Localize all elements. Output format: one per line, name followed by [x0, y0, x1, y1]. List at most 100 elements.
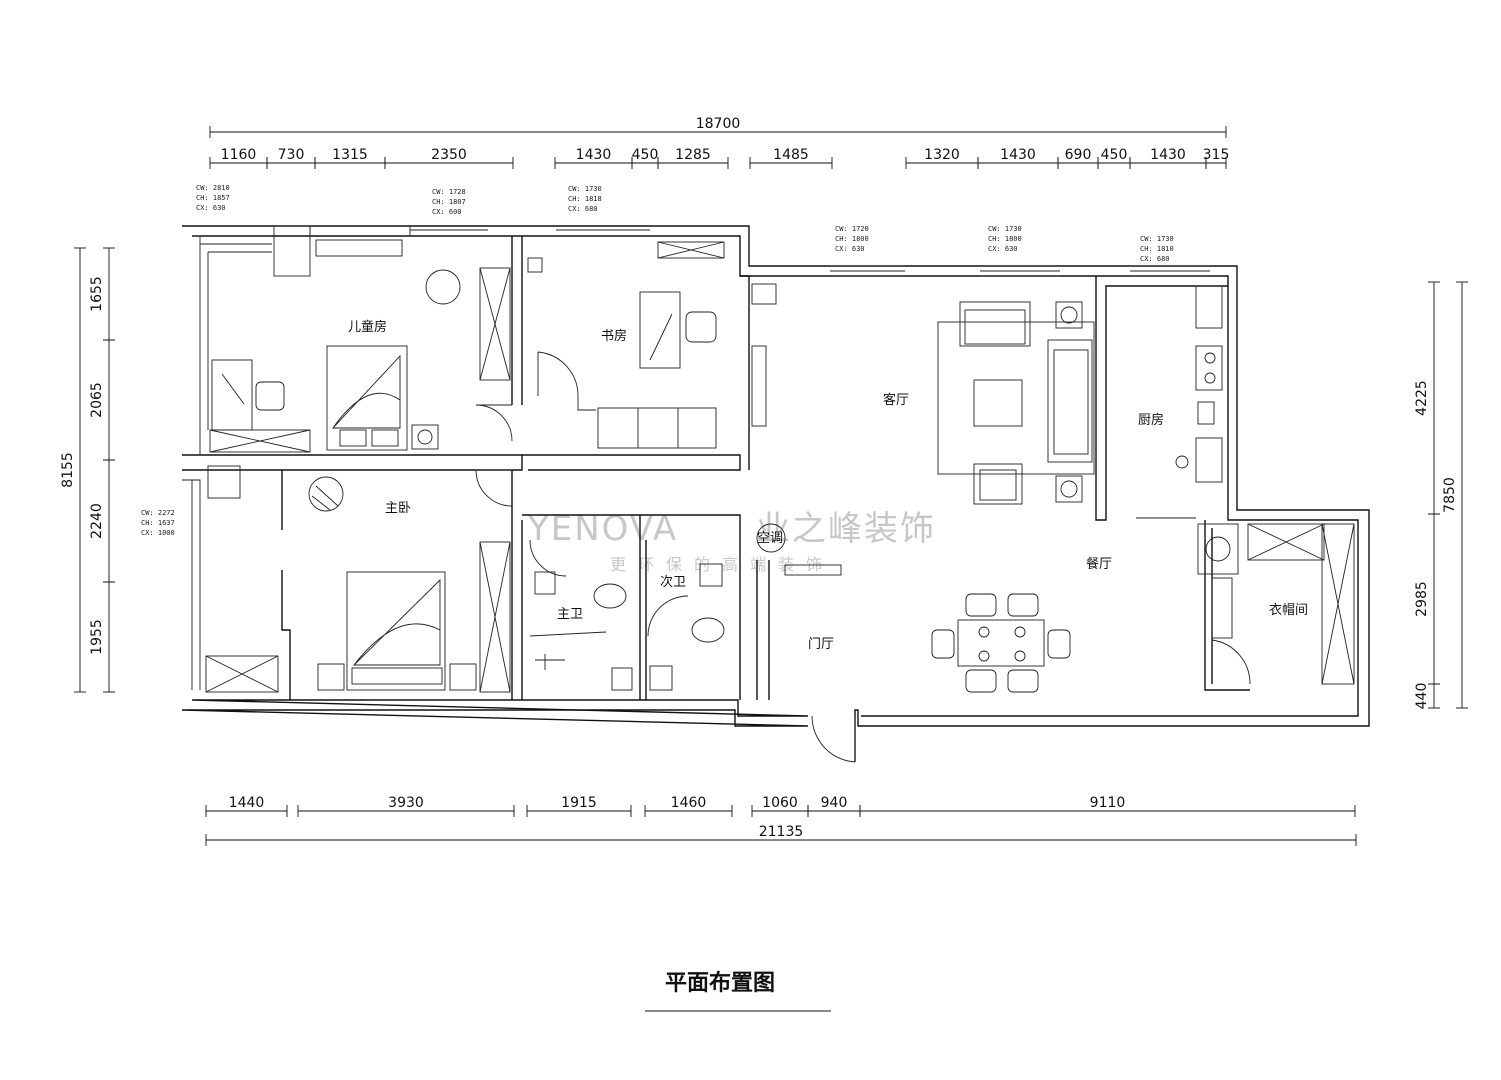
dim-bottom-total: 21135: [759, 824, 804, 840]
bed: [326, 345, 408, 451]
dim-left-3: 1955: [89, 619, 105, 655]
dim-top-5: 450: [632, 147, 659, 163]
window-note-5-0: CW: 1730: [1140, 235, 1174, 243]
label-children-room: 儿童房: [348, 319, 387, 335]
window-note-1-0: CW: 1728: [432, 188, 466, 196]
window-note-1-1: CH: 1807: [432, 198, 466, 206]
study-desk: [639, 291, 681, 369]
dim-left-0: 1655: [89, 276, 105, 312]
dim-right-total: 7850: [1442, 477, 1458, 513]
dim-left-2: 2240: [89, 503, 105, 539]
dim-top-7: 1485: [773, 147, 809, 163]
windows: [182, 226, 1210, 690]
label-cloakroom: 衣帽间: [1269, 602, 1308, 618]
dim-top-12: 1430: [1150, 147, 1186, 163]
dim-top-9: 1430: [1000, 147, 1036, 163]
label-master-bath: 主卫: [557, 607, 583, 622]
label-second-bath: 次卫: [660, 574, 686, 590]
dim-top-8: 1320: [924, 147, 960, 163]
window-note-5-2: CX: 680: [1140, 255, 1170, 263]
window-note-0-1: CH: 1857: [196, 194, 230, 202]
ac-unit-icon: [756, 523, 786, 553]
window-note-2-0: CW: 1730: [568, 185, 602, 193]
cabinet: [315, 239, 403, 257]
dim-bottom-6: 9110: [1090, 795, 1126, 811]
window-note-0-0: CW: 2810: [196, 184, 230, 192]
dim-top-11: 450: [1101, 147, 1128, 163]
kitchen-sink-icon: [1195, 437, 1223, 483]
watermark-cn: 业之峰装饰: [756, 509, 936, 549]
living-rug: [937, 321, 1095, 475]
dim-bottom-5: 940: [821, 795, 848, 811]
toilet-icon: [593, 583, 627, 609]
window-note-6-1: CH: 1637: [141, 519, 175, 527]
dim-bottom-3: 1460: [671, 795, 707, 811]
window-note-4-2: CX: 630: [988, 245, 1018, 253]
dim-top-3: 2350: [431, 147, 467, 163]
furniture: [205, 225, 1355, 693]
dim-right-1: 2985: [1414, 581, 1430, 617]
side-table-icon: [1055, 301, 1083, 329]
dim-bottom-2: 1915: [561, 795, 597, 811]
label-study: 书房: [601, 328, 627, 344]
room-labels: 儿童房 书房 客厅 厨房 主卧 主卫 次卫 空调 餐厅 门厅 衣帽间: [348, 319, 1308, 652]
label-master-bedroom: 主卧: [385, 501, 411, 516]
desk: [211, 359, 253, 431]
dining-table: [957, 619, 1045, 667]
master-bed: [346, 571, 446, 691]
dim-top-13: 315: [1203, 147, 1230, 163]
window-note-2-1: CH: 1818: [568, 195, 602, 203]
dim-top-total: 18700: [696, 116, 741, 132]
window-note-2-2: CX: 680: [568, 205, 598, 213]
second-toilet-icon: [691, 617, 725, 643]
window-note-5-1: CH: 1810: [1140, 245, 1174, 253]
lamp-icon: [425, 269, 461, 305]
dim-right-2: 440: [1414, 683, 1430, 710]
window-note-4-0: CW: 1730: [988, 225, 1022, 233]
basin-icon: [534, 571, 556, 595]
window-note-4-1: CH: 1800: [988, 235, 1022, 243]
window-note-1-2: CX: 600: [432, 208, 462, 216]
walls: [181, 225, 1370, 762]
chair-icon: [255, 381, 285, 411]
dining-chair-icon: [965, 593, 997, 617]
window-note-6-2: CX: 1000: [141, 529, 175, 537]
dim-bottom-1: 3930: [388, 795, 424, 811]
coffee-table: [973, 379, 1023, 427]
dim-top-2: 1315: [332, 147, 368, 163]
armchair: [959, 301, 1031, 347]
dim-left-total: 8155: [60, 452, 76, 488]
label-entry: 门厅: [808, 637, 834, 652]
study-chair-icon: [685, 311, 717, 343]
dim-top-0: 1160: [221, 147, 257, 163]
wardrobe: [479, 267, 511, 381]
round-chair-icon: [308, 476, 344, 512]
long-sofa: [1047, 339, 1093, 463]
label-living-room: 客厅: [883, 392, 909, 408]
window-note-6-0: CW: 2272: [141, 509, 175, 517]
stove-icon: [1195, 345, 1223, 391]
label-ac: 空调: [757, 531, 783, 546]
dim-top-10: 690: [1065, 147, 1092, 163]
sofa: [597, 407, 717, 449]
page-title: 平面布置图: [665, 970, 775, 996]
washer-icon: [1197, 523, 1239, 575]
window-note-3-0: CW: 1720: [835, 225, 869, 233]
dim-top-6: 1285: [675, 147, 711, 163]
window-note-3-1: CH: 1800: [835, 235, 869, 243]
dim-top-4: 1430: [576, 147, 612, 163]
dim-bottom-0: 1440: [229, 795, 265, 811]
dim-top-1: 730: [278, 147, 305, 163]
label-kitchen: 厨房: [1138, 412, 1164, 428]
dim-bottom-4: 1060: [762, 795, 798, 811]
watermark: YENOVA 业之峰装饰 更环保的高端装饰: [527, 509, 936, 574]
doors: [475, 351, 1251, 763]
dim-right-0: 4225: [1414, 380, 1430, 416]
column: [273, 225, 311, 277]
dim-left-1: 2065: [89, 382, 105, 418]
window-note-0-2: CX: 630: [196, 204, 226, 212]
label-dining: 餐厅: [1086, 556, 1112, 572]
window-note-3-2: CX: 630: [835, 245, 865, 253]
